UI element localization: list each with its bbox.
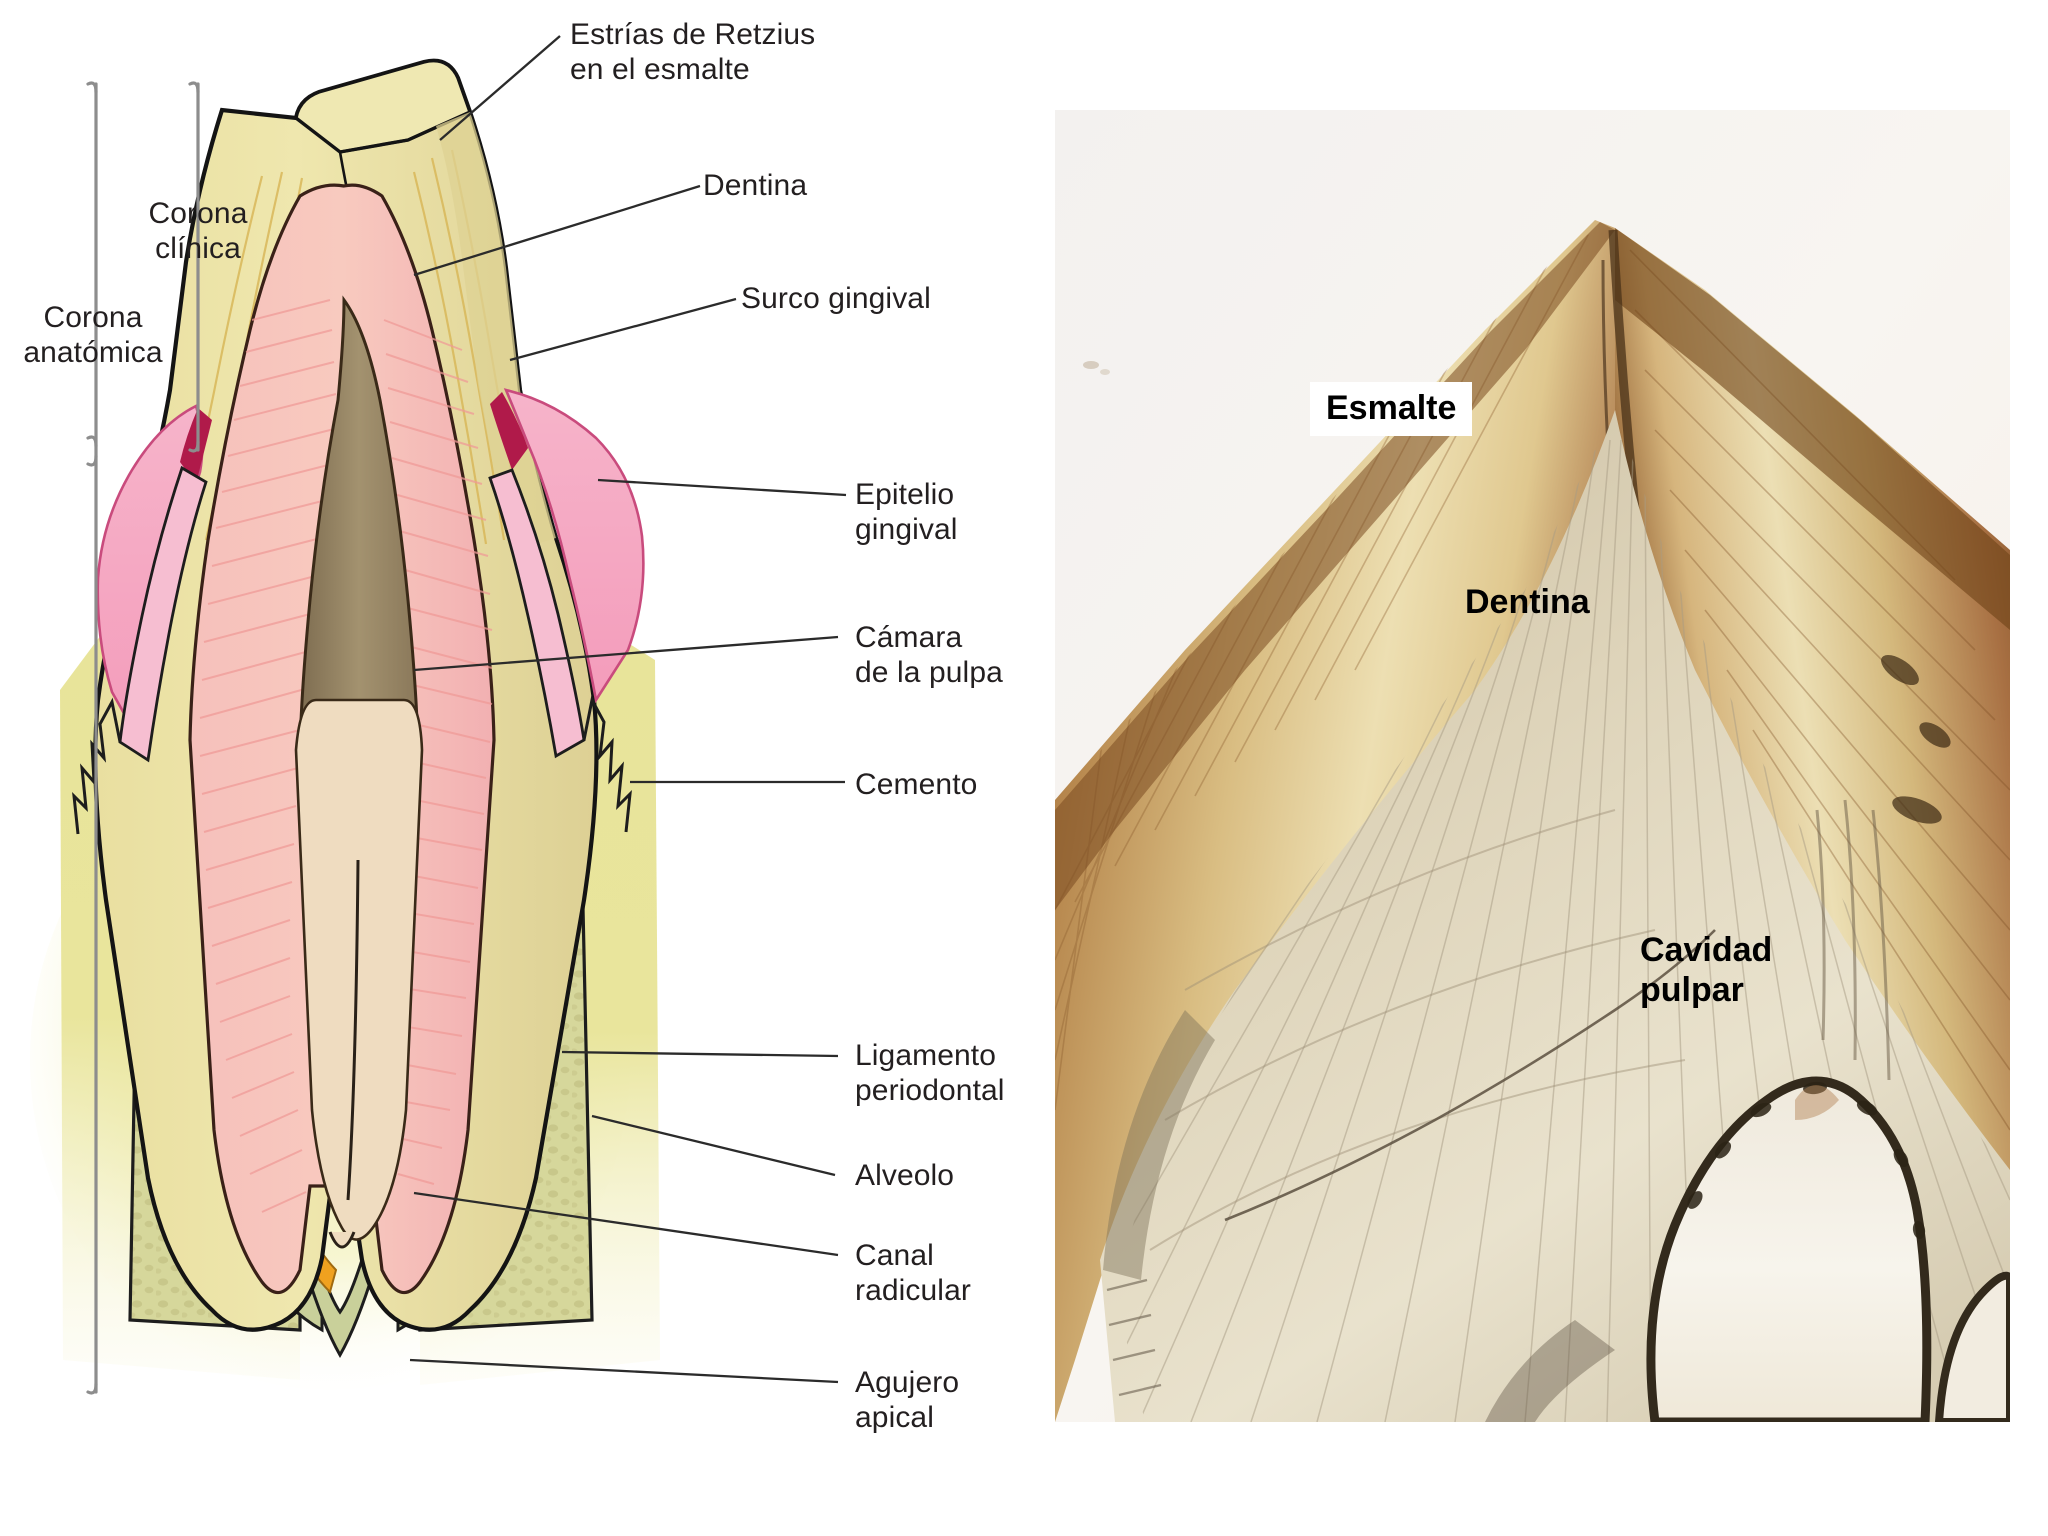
tooth-diagram-panel: Corona clínica Corona anatómica Estrías … bbox=[23, 18, 1005, 1434]
label-ligamento-periodontal: Ligamento periodontal bbox=[855, 1039, 1005, 1107]
photo-label-cavidad-pulpar: Cavidad pulpar bbox=[1640, 931, 1773, 1009]
tooth-cross-section-illustration bbox=[30, 35, 847, 1395]
label-agujero-apical: Agujero apical bbox=[855, 1366, 960, 1434]
photo-label-dentina: Dentina bbox=[1465, 583, 1590, 621]
tooth-histology-micrograph bbox=[1055, 110, 2010, 1422]
gingiva-group bbox=[72, 388, 645, 835]
label-surco-gingival: Surco gingival bbox=[741, 282, 931, 315]
label-alveolo: Alveolo bbox=[855, 1159, 955, 1192]
tooth-body bbox=[93, 58, 599, 1332]
bracket-label-corona-clinica: Corona clínica bbox=[148, 197, 248, 265]
histology-photo-panel: Esmalte Dentina Cavidad pulpar bbox=[1055, 110, 2010, 1422]
label-camara-de-la-pulpa: Cámara de la pulpa bbox=[855, 621, 1003, 689]
label-epitelio-gingival: Epitelio gingival bbox=[855, 478, 958, 546]
measure-brackets bbox=[86, 81, 200, 1395]
label-dentina: Dentina bbox=[703, 169, 808, 202]
label-canal-radicular: Canal radicular bbox=[855, 1239, 971, 1307]
label-estrias-de-retzius: Estrías de Retzius en el esmalte bbox=[570, 18, 816, 86]
label-cemento: Cemento bbox=[855, 768, 978, 801]
leader-lines bbox=[409, 35, 847, 1384]
photo-label-esmalte: Esmalte bbox=[1310, 382, 1473, 436]
bracket-label-corona-anatomica: Corona anatómica bbox=[23, 301, 163, 369]
